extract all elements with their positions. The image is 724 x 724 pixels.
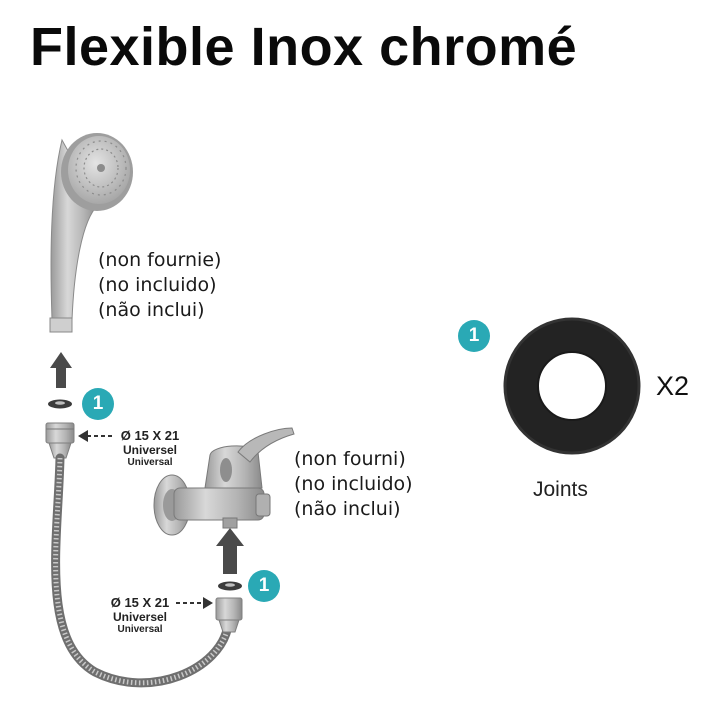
arrow-up-icon [216, 528, 244, 574]
note-line-fr: (non fournie) [98, 249, 222, 271]
note-line-es: (no incluido) [294, 473, 413, 495]
note-line-es: (no incluido) [98, 274, 217, 296]
shower-head-icon [49, 133, 133, 333]
connector-label-fr: Universel [122, 443, 178, 457]
joint-washer-icon [503, 317, 641, 455]
joint-quantity: X2 [656, 371, 690, 401]
joints-label: Joints [533, 478, 588, 501]
connector-size: Ø 15 X 21 [110, 595, 170, 610]
step-badge: 1 [458, 320, 490, 352]
arrow-up-icon [50, 352, 72, 388]
note-line-fr: (non fourni) [294, 448, 406, 470]
connector-top-spec: Ø 15 X 21 Universel Universal [113, 428, 187, 469]
washer-small-icon [48, 399, 72, 409]
mixer-tap-icon [153, 427, 295, 536]
connector-size: Ø 15 X 21 [120, 428, 180, 443]
connector-label-fr: Universel [112, 610, 168, 624]
leader-arrow-top [78, 430, 112, 442]
note-line-pt: (não inclui) [294, 498, 401, 520]
step-badge: 1 [248, 570, 280, 602]
note-line-pt: (não inclui) [98, 299, 205, 321]
mixer-note: (non fourni) (no incluido) (não inclui) [294, 447, 413, 522]
step-badge: 1 [82, 388, 114, 420]
connector-label-es: Universal [117, 624, 163, 635]
product-title: Flexible Inox chromé [30, 17, 578, 77]
hose-nut-top-icon [45, 422, 75, 459]
leader-arrow-bottom [176, 597, 213, 609]
connector-bottom-spec: Ø 15 X 21 Universel Universal [102, 595, 178, 636]
washer-small-icon [218, 581, 242, 591]
connector-label-es: Universal [127, 457, 173, 468]
shower-head-note: (non fournie) (no incluido) (não inclui) [98, 248, 221, 323]
hose-nut-bottom-icon [215, 597, 243, 633]
flexible-hose-icon [51, 453, 233, 688]
